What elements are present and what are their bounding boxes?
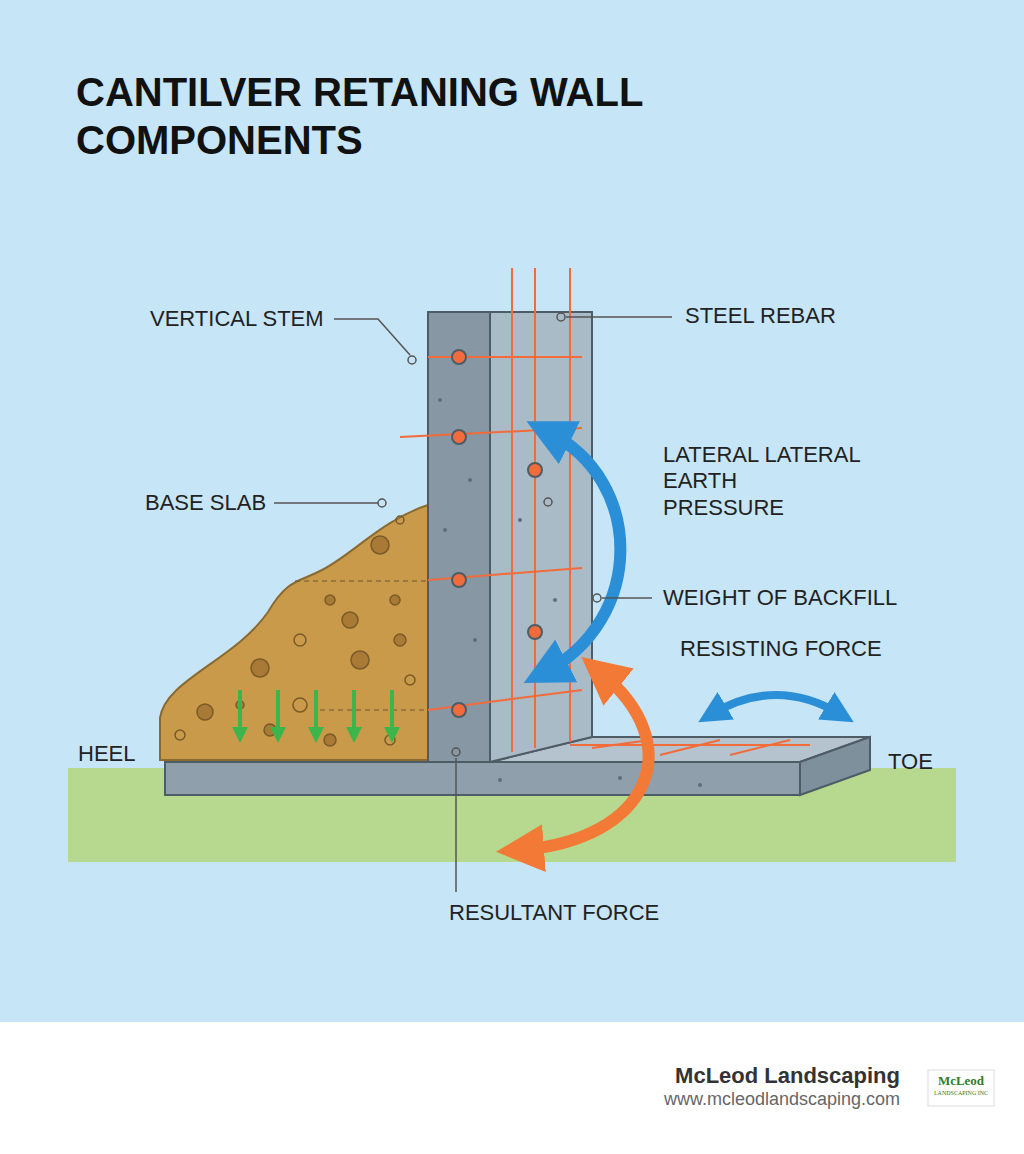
logo-frame	[928, 1070, 994, 1106]
force-label: WEIGHT OF BACKFILL	[663, 585, 897, 611]
resisting-arrow	[712, 695, 840, 714]
soil-texture	[175, 516, 415, 746]
footer-band	[0, 1022, 1024, 1154]
resultant-arrow	[520, 672, 649, 850]
backfill-weight-arrows	[240, 690, 392, 735]
vertical-stem	[428, 312, 490, 762]
lateral-pressure-arrow	[545, 432, 620, 672]
part-label: VERTICAL STEM	[150, 306, 324, 332]
part-label: STEEL REBAR	[685, 303, 836, 329]
rebar-section-dots	[452, 350, 542, 717]
stem-texture	[438, 398, 702, 787]
logo-text: McLeod	[930, 1073, 992, 1089]
part-label: HEEL	[78, 741, 135, 767]
website-url: www.mcleodlandscaping.com	[580, 1089, 900, 1111]
backfill-soil	[160, 505, 428, 760]
company-name: McLeod Landscaping	[600, 1063, 900, 1089]
logo-text: LANDSCAPING INC	[930, 1090, 992, 1097]
soil-layer-line	[320, 710, 428, 711]
slab-end	[800, 737, 870, 795]
part-label: BASE SLAB	[145, 490, 266, 516]
leader-lines	[274, 313, 672, 892]
sky-background	[0, 0, 1024, 1022]
base-slab	[165, 762, 800, 795]
force-label: RESISTING FORCE	[680, 636, 882, 662]
part-label: TOE	[888, 749, 933, 775]
force-label: LATERAL LATERAL EARTH PRESSURE	[663, 442, 863, 521]
force-label: RESULTANT FORCE	[449, 900, 659, 926]
diagram-title: CANTILVER RETANING WALL COMPONENTS	[76, 68, 676, 164]
soil-layer-line	[295, 581, 428, 582]
